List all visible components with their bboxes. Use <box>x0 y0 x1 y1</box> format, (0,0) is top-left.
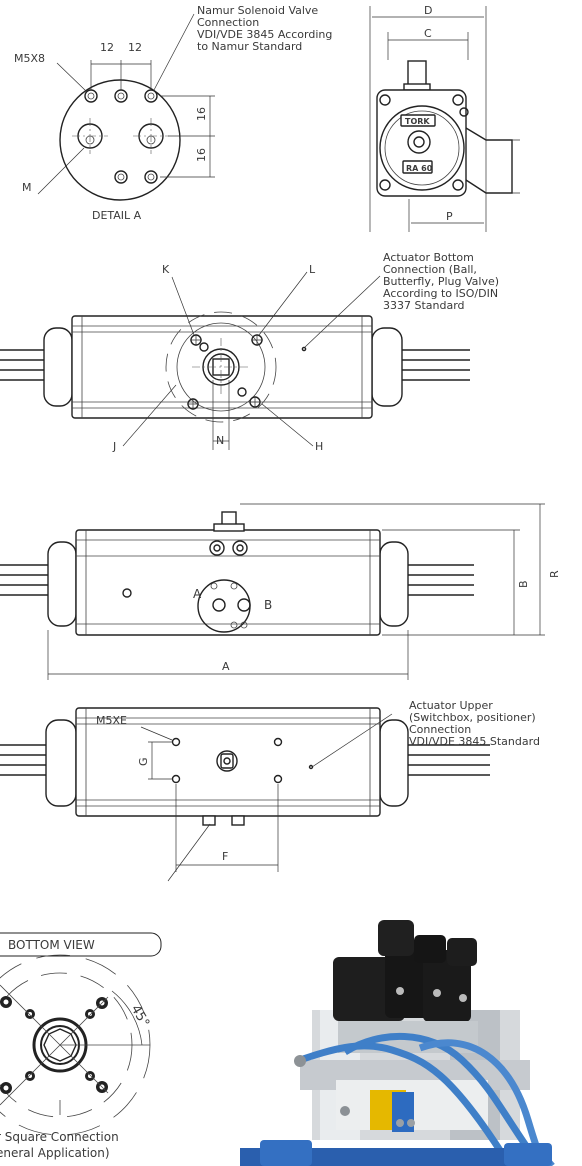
bottom-view: BOTTOM VIEW 45° r Square Connection ener… <box>0 932 162 1160</box>
vdi-note-line: Actuator Upper <box>409 699 493 712</box>
top-thread-label: M5XE <box>96 714 127 727</box>
port-b-label: B <box>264 598 272 612</box>
dim-g-label: G <box>137 757 150 766</box>
bottom-bolt <box>25 1009 35 1019</box>
dim-f-label: F <box>222 850 228 863</box>
iso-note-line: Connection (Ball, <box>383 263 477 276</box>
label-l: L <box>309 263 316 276</box>
dim-r-label: R <box>548 570 561 578</box>
brand-label: TORK <box>405 117 430 126</box>
model-label: RA 60 <box>406 164 433 173</box>
bottom-bolt <box>0 1082 12 1094</box>
port-a-label: A <box>193 587 202 601</box>
iso-flange-bolt <box>187 398 199 410</box>
dim-a-label: A <box>222 660 230 673</box>
detail-a-thread-label: M5X8 <box>14 52 45 65</box>
air-hose <box>298 1042 513 1166</box>
front-view: D C TORK RA 60 P <box>369 4 520 232</box>
detail-a-hole <box>114 170 128 184</box>
detail-a-hole <box>144 89 158 103</box>
bottom-caption-line: eneral Application) <box>0 1146 110 1160</box>
iso-flange-bolt <box>190 334 202 346</box>
iso-flange-bolt <box>249 396 261 408</box>
actuator-photo <box>240 920 555 1166</box>
dim-p-label: P <box>446 210 453 223</box>
solenoid-coil <box>423 950 471 1022</box>
bottom-caption-line: r Square Connection <box>0 1130 119 1144</box>
actuator-side-view: A B R A B <box>0 503 561 680</box>
detail-a-m-label: M <box>22 181 32 194</box>
dim-c-label: C <box>424 27 432 40</box>
iso-note: Actuator Bottom Connection (Ball, Butter… <box>383 251 503 312</box>
label-j: J <box>112 440 116 453</box>
detail-a-dim-16-bottom: 16 <box>195 148 208 162</box>
namur-note-line: Namur Solenoid Valve <box>197 4 318 17</box>
detail-a-port <box>72 118 108 154</box>
bottom-bolt <box>85 1071 95 1081</box>
label-h: H <box>315 440 323 453</box>
angle-label: 45° <box>128 1003 153 1030</box>
actuator-top-view: M5XE G F Actuator Upper (Switchbox, posi… <box>0 699 540 882</box>
iso-note-line: Butterfly, Plug Valve) <box>383 275 499 288</box>
detail-a-view: M5X8 12 12 16 16 M DETAIL A Namur Soleno… <box>14 4 336 222</box>
dim-b-label: B <box>517 580 530 588</box>
vdi-note-line: Connection <box>409 723 471 736</box>
iso-flange-bolt <box>251 334 263 346</box>
bottom-view-title: BOTTOM VIEW <box>8 938 95 952</box>
detail-a-dim-16-top: 16 <box>195 107 208 121</box>
iso-flange-bolt <box>237 387 247 397</box>
namur-note: Namur Solenoid Valve Connection VDI/VDE … <box>197 4 336 53</box>
namur-note-line: Connection <box>197 16 259 29</box>
iso-flange-bolt <box>199 342 209 352</box>
vdi-note-line: (Switchbox, positioner) <box>409 711 536 724</box>
iso-note-line: Actuator Bottom <box>383 251 474 264</box>
detail-a-hole <box>84 89 98 103</box>
actuator-bottom-connection-view: K L J H N Actuator Bottom Connection (Ba… <box>0 251 503 453</box>
air-hose <box>343 1033 543 1166</box>
vdi-note-line: VDI/VDE 3845 Standard <box>409 735 540 748</box>
bottom-bolt <box>0 996 12 1008</box>
label-k: K <box>162 263 170 276</box>
iso-note-line: According to ISO/DIN <box>383 287 498 300</box>
vdi-note: Actuator Upper (Switchbox, positioner) C… <box>409 699 540 748</box>
detail-a-caption: DETAIL A <box>92 209 142 222</box>
iso-note-line: 3337 Standard <box>383 299 465 312</box>
dim-d-label: D <box>424 4 432 17</box>
bottom-caption: r Square Connection eneral Application) <box>0 1130 123 1160</box>
detail-a-hole <box>114 89 128 103</box>
detail-a-port <box>133 118 169 154</box>
bottom-bolt <box>85 1009 95 1019</box>
detail-a-dim-12-right: 12 <box>128 41 142 54</box>
bottom-bolt <box>25 1071 35 1081</box>
detail-a-dim-12-left: 12 <box>100 41 114 54</box>
namur-note-line: to Namur Standard <box>197 40 302 53</box>
label-n: N <box>216 434 224 447</box>
detail-a-hole <box>144 170 158 184</box>
namur-note-line: VDI/VDE 3845 According <box>197 28 332 41</box>
